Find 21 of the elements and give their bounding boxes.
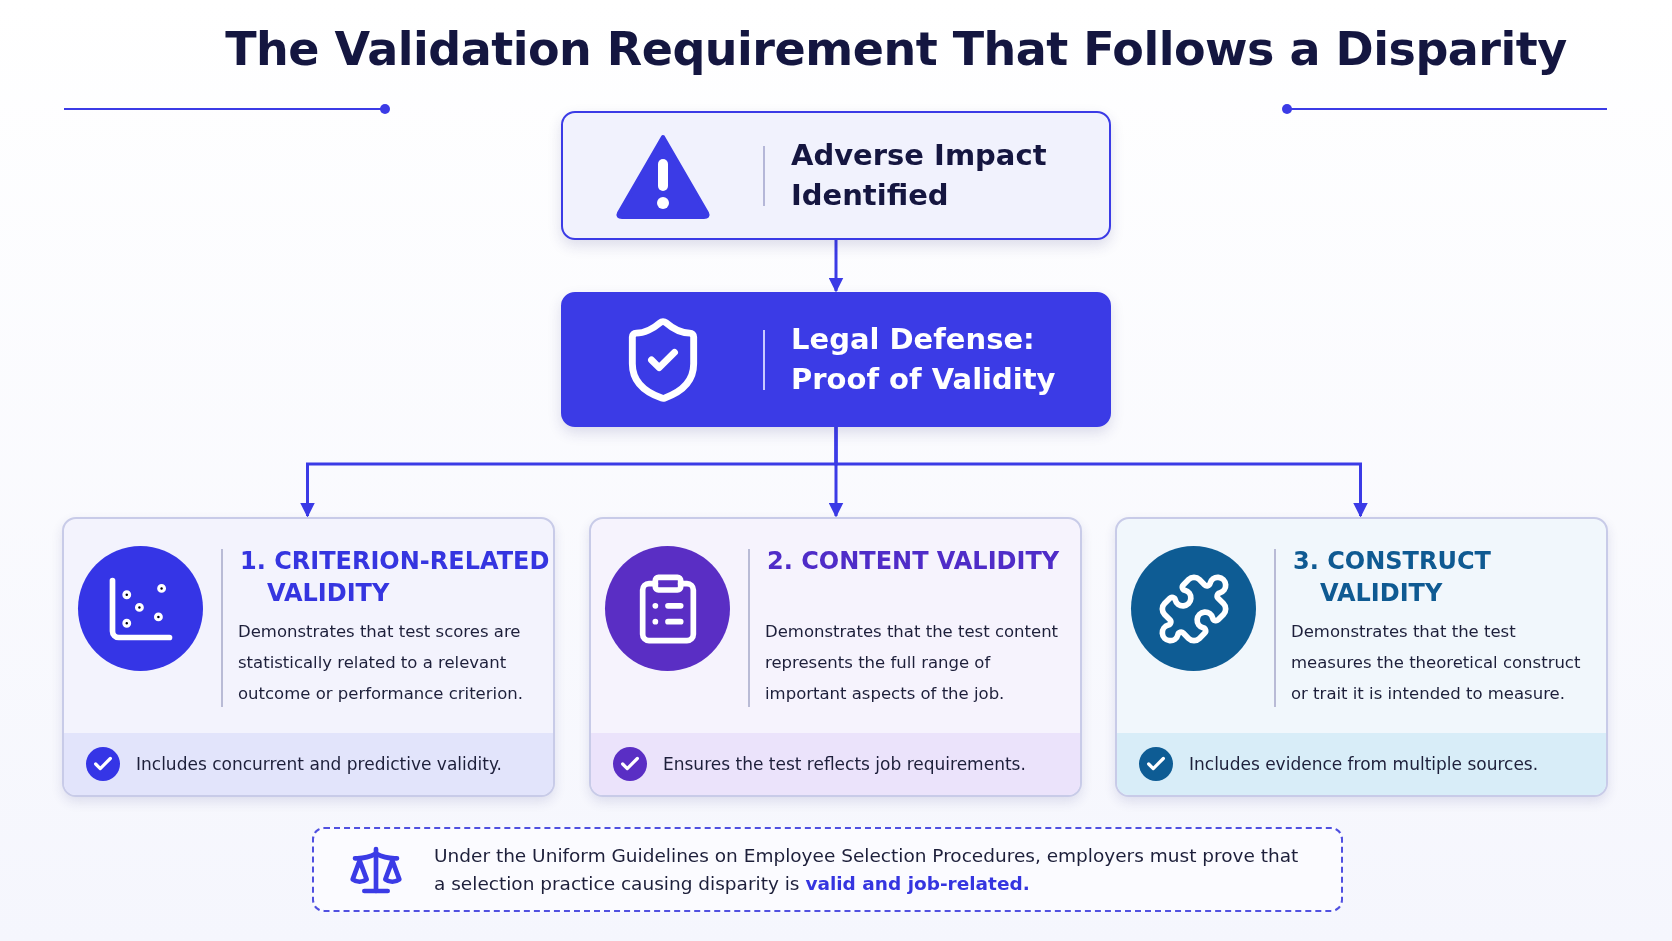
highlight-box <box>561 292 1111 427</box>
card-description: Demonstrates that the test content represents the full range of important aspects of the job. <box>765 621 1060 705</box>
footer-text: Ensures the test reflects job requirements. <box>663 754 1026 774</box>
card-heading: 1. CRITERION-RELATED VALIDITY <box>240 546 551 609</box>
process-box <box>561 111 1111 240</box>
validity-card <box>62 517 555 797</box>
validity-card <box>589 517 1082 797</box>
card-heading: 2. CONTENT VALIDITY <box>767 546 1061 577</box>
arrow <box>828 240 844 293</box>
box-title: Legal Defense: Proof of Validity <box>791 321 1057 398</box>
footer-text: Includes concurrent and predictive validity. <box>136 754 502 774</box>
title: The Validation Requirement That Follows a Disparity <box>224 22 1568 76</box>
arrow <box>834 427 1368 518</box>
validity-card <box>1115 517 1608 797</box>
card-description: Demonstrates that the test measures the theoretical construct or trait it is intended to measure. <box>1291 621 1582 705</box>
note-box <box>312 827 1343 912</box>
footer-text: Includes evidence from multiple sources. <box>1189 754 1539 774</box>
note-text: Under the Uniform Guidelines on Employee Selection Procedures, employers must prove that a selection practice causing disparity is valid and job-related. <box>434 843 1300 896</box>
box-title: Adverse Impact Identified <box>791 137 1048 214</box>
card-description: Demonstrates that test scores are statistically related to a relevant outcome or performance criterion. <box>238 621 524 705</box>
card-heading: 3. CONSTRUCT VALIDITY <box>1293 546 1492 609</box>
